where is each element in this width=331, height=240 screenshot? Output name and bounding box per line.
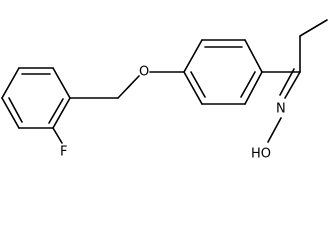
phenylene-ring xyxy=(183,39,263,105)
double-bond xyxy=(279,68,295,96)
bond xyxy=(1,97,20,129)
nitrogen-label: N xyxy=(276,102,286,117)
bond xyxy=(52,127,63,144)
bond xyxy=(52,97,71,129)
bond xyxy=(244,71,263,105)
fluorophenyl-ring xyxy=(1,67,71,129)
bond xyxy=(267,117,282,143)
double-bond-inner xyxy=(240,71,256,98)
fluorine-label: F xyxy=(60,145,67,160)
bond xyxy=(1,67,20,99)
double-bond-inner xyxy=(48,98,64,124)
bond xyxy=(299,19,328,37)
hydroxyl-label: HO xyxy=(251,147,271,162)
bond xyxy=(117,75,140,99)
bond xyxy=(183,71,203,105)
double-bond-inner xyxy=(190,71,206,98)
bond xyxy=(52,67,71,99)
chemical-structure-diagram: F O N HO xyxy=(1,19,328,162)
ether-oxygen-label: O xyxy=(139,65,149,80)
double-bond xyxy=(284,71,301,99)
bond xyxy=(183,39,203,73)
double-bond-inner xyxy=(8,97,23,123)
bond xyxy=(244,39,263,73)
